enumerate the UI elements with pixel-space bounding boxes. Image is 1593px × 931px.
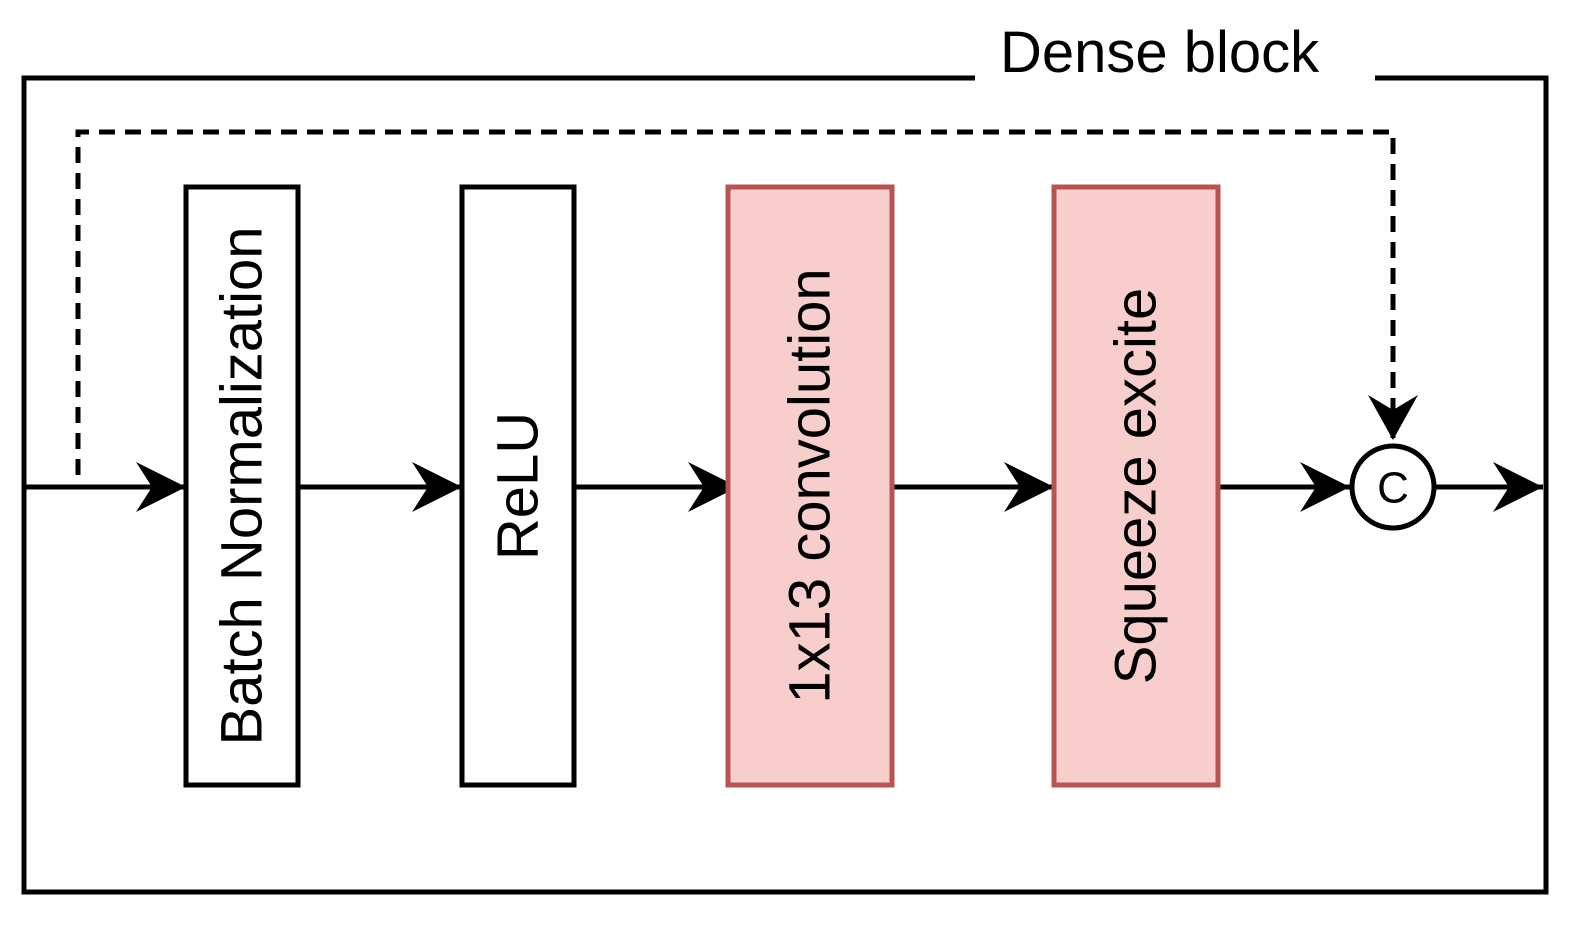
node-box: [725, 184, 895, 788]
arrowhead-conv: [688, 462, 738, 512]
node-label: Batch Normalization: [210, 227, 275, 746]
node-relu: ReLU: [459, 184, 577, 788]
node-box: [1051, 184, 1221, 788]
concat-label: C: [1377, 464, 1409, 513]
skip-connection: [75, 129, 1396, 475]
arrowhead-se: [1004, 462, 1054, 512]
node-1x13-convolution: 1x13 convolution: [725, 184, 895, 788]
node-box: [459, 184, 577, 788]
skip-arrowhead: [1368, 395, 1418, 440]
node-squeeze-excite: Squeeze excite: [1051, 184, 1221, 788]
flow-arrowheads: [136, 462, 1543, 512]
node-box: [183, 184, 301, 788]
arrowhead-relu: [412, 462, 462, 512]
arrowhead-output: [1493, 462, 1543, 512]
node-label: ReLU: [486, 412, 551, 560]
arrowhead-batchnorm: [136, 462, 186, 512]
concat-circle: [1349, 443, 1437, 531]
arrowhead-concat: [1300, 462, 1350, 512]
node-label: 1x13 convolution: [778, 268, 843, 703]
title-gap: [975, 70, 1375, 86]
node-batch-normalization: Batch Normalization: [183, 184, 301, 788]
node-label: Squeeze excite: [1104, 288, 1169, 685]
concat-node: C: [1349, 443, 1437, 531]
dense-block-title: Dense block: [1000, 20, 1320, 85]
